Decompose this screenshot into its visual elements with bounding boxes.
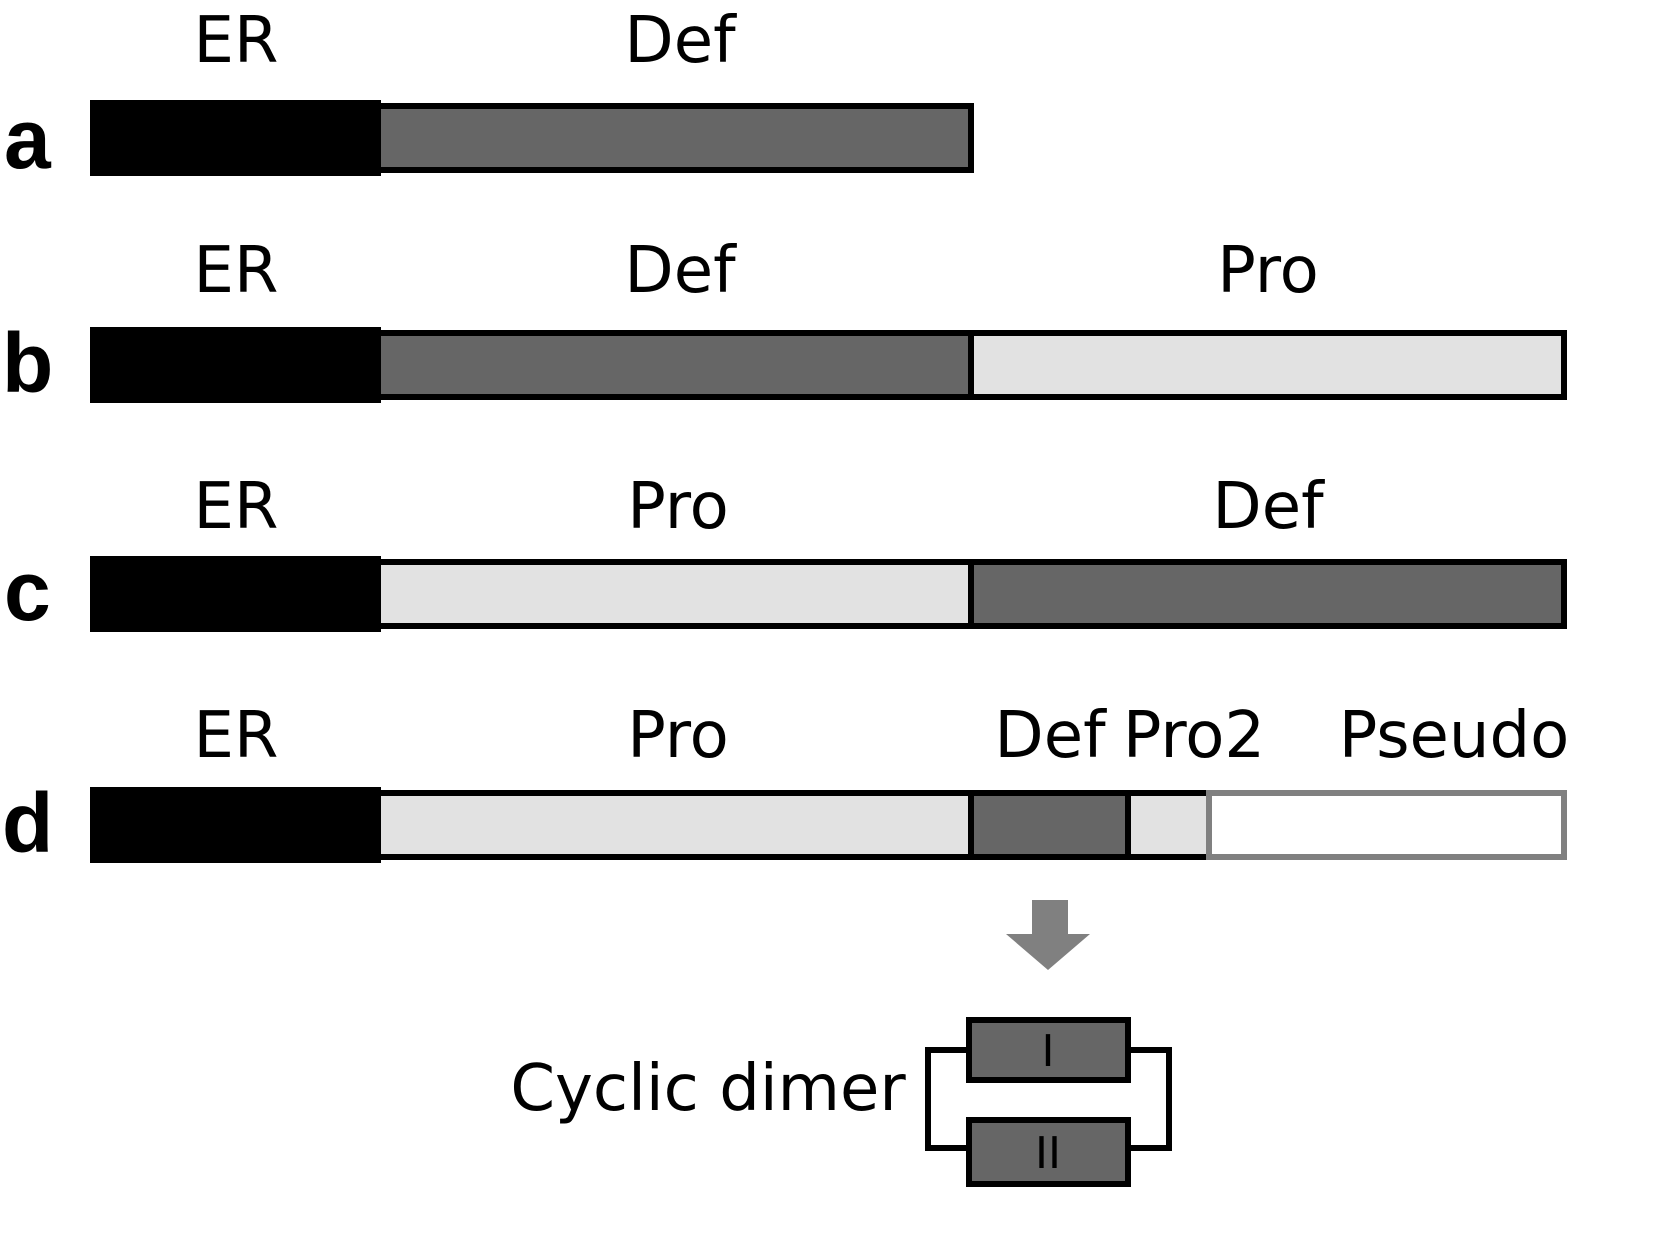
dimer-unit-1: [966, 1017, 1131, 1083]
row-letter-c: c: [4, 544, 51, 638]
segment-b-def: [375, 330, 974, 400]
label-c-er: ER: [194, 470, 279, 544]
label-a-er: ER: [194, 4, 279, 78]
segment-a-def: [375, 103, 974, 173]
segment-b-pro: [968, 330, 1567, 400]
dimer-linker-left: [925, 1047, 969, 1151]
dimer-unit-2: [966, 1117, 1131, 1187]
segment-b-er: [90, 327, 381, 403]
dimer-linker-right: [1128, 1047, 1172, 1151]
segment-c-er: [90, 556, 381, 632]
label-b-pro: Pro: [1217, 234, 1319, 308]
dimer-unit-1-label: I: [1042, 1026, 1055, 1077]
label-d-pro2: Pro2: [1123, 699, 1265, 773]
segment-d-pseudo: [1206, 790, 1567, 860]
cyclic-dimer-label: Cyclic dimer: [510, 1052, 906, 1126]
row-letter-d: d: [2, 776, 53, 870]
row-a: a ER Def: [4, 4, 974, 186]
label-d-pseudo: Pseudo: [1339, 699, 1570, 773]
label-b-def: Def: [624, 234, 737, 308]
cyclic-dimer: Cyclic dimer I II: [510, 1017, 1172, 1187]
label-b-er: ER: [194, 234, 279, 308]
label-d-pro: Pro: [627, 699, 729, 773]
segment-c-pro: [375, 559, 974, 629]
segment-d-er: [90, 787, 381, 863]
label-c-pro: Pro: [627, 470, 729, 544]
dimer-unit-2-label: II: [1035, 1128, 1061, 1179]
row-d: d ER Pro Def Pro2 Pseudo: [2, 699, 1569, 870]
segment-d-pro2: [1125, 790, 1212, 860]
label-c-def: Def: [1212, 470, 1325, 544]
row-letter-b: b: [2, 316, 53, 410]
segment-d-def: [968, 790, 1131, 860]
segment-d-pro: [375, 790, 974, 860]
label-d-er: ER: [194, 699, 279, 773]
row-letter-a: a: [4, 92, 52, 186]
segment-a-er: [90, 100, 381, 176]
label-a-def: Def: [624, 4, 737, 78]
down-arrow-icon: [1006, 900, 1090, 970]
row-b: b ER Def Pro: [2, 234, 1567, 410]
row-c: c ER Pro Def: [4, 470, 1567, 638]
label-d-def: Def: [994, 699, 1107, 773]
segment-c-def: [968, 559, 1567, 629]
